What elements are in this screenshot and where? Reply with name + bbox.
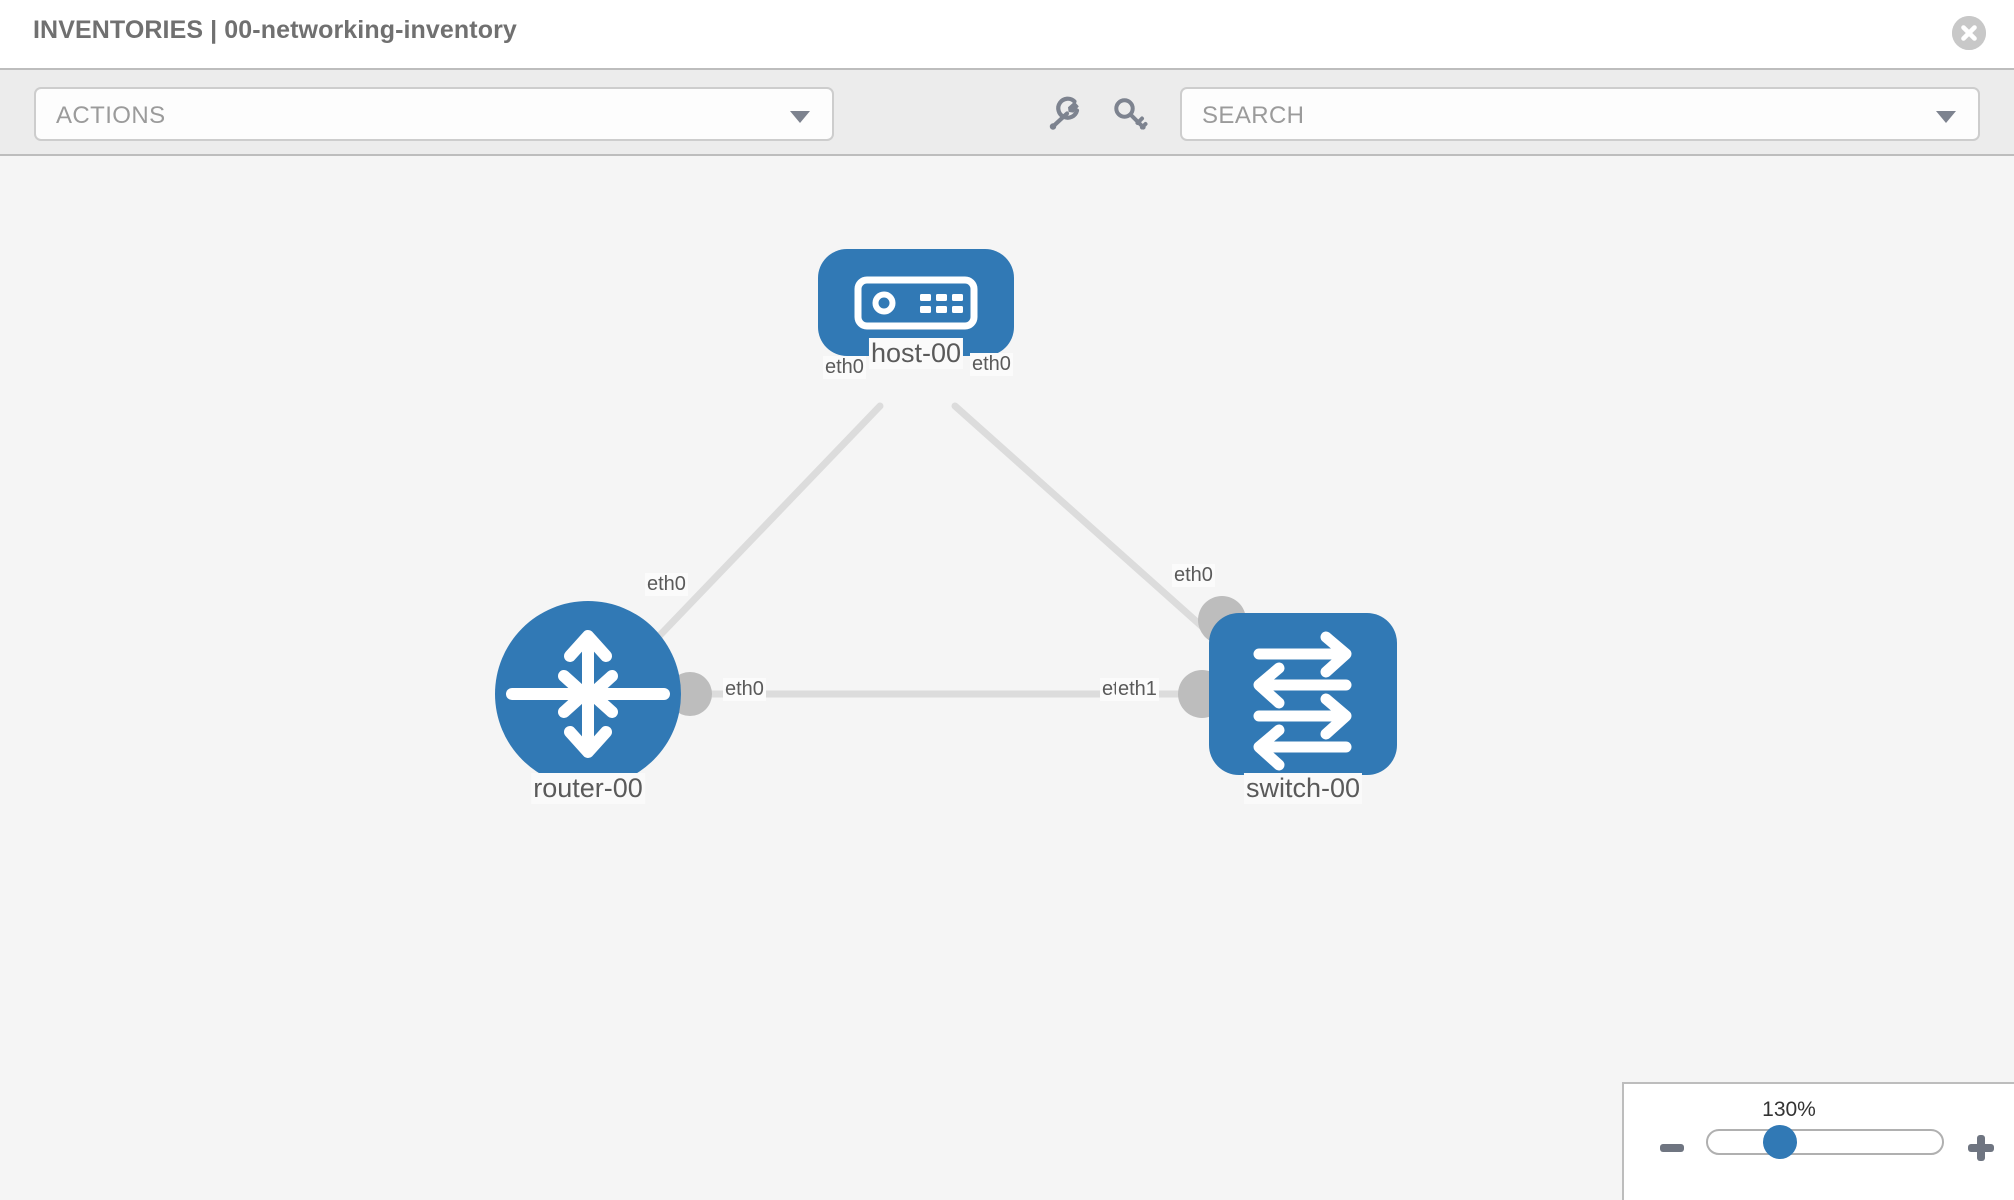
key-icon-glyph <box>1114 98 1148 130</box>
topology-interface-nubs <box>668 312 1246 718</box>
four-arrows-inward-icon <box>506 630 670 758</box>
node-router-00[interactable] <box>495 601 681 787</box>
interface-label: eth0 <box>1172 564 1215 587</box>
interface-label: eth0 <box>970 353 1013 376</box>
node-label-router-00: router-00 <box>531 773 645 804</box>
node-label-switch-00: switch-00 <box>1243 773 1363 804</box>
zoom-slider-track[interactable] <box>1706 1129 1944 1155</box>
toolbar: ACTIONS SEARCH <box>0 68 2014 156</box>
search-input[interactable]: SEARCH <box>1180 87 1980 141</box>
close-icon-glyph <box>1952 16 1986 50</box>
wrench-icon[interactable] <box>1044 94 1084 134</box>
server-appliance-icon <box>854 276 978 330</box>
topology-graph <box>495 249 1397 787</box>
node-switch-00[interactable] <box>1209 613 1397 775</box>
interface-label: eth0 <box>645 573 688 596</box>
actions-dropdown-label: ACTIONS <box>56 102 166 129</box>
search-placeholder: SEARCH <box>1202 102 1305 129</box>
node-host-00[interactable] <box>818 249 1014 356</box>
zoom-slider-thumb[interactable] <box>1763 1125 1797 1159</box>
page-header: INVENTORIES | 00-networking-inventory <box>0 0 2014 68</box>
topology-links <box>636 402 1239 698</box>
wrench-icon-glyph <box>1049 96 1080 130</box>
close-icon[interactable] <box>1952 16 1986 50</box>
topology-canvas[interactable]: host-00 router-00 switch-00 eth0 eth0 et… <box>0 156 2014 1200</box>
chevron-down-icon <box>790 111 810 123</box>
page-title: INVENTORIES | 00-networking-inventory <box>33 16 517 44</box>
key-icon[interactable] <box>1110 94 1150 134</box>
bidirectional-arrows-icon <box>1253 631 1352 771</box>
chevron-down-icon[interactable] <box>1936 111 1956 123</box>
plus-icon <box>1977 1135 1985 1161</box>
interface-label: eth1 <box>1116 678 1159 701</box>
node-label-host-00: host-00 <box>868 338 964 369</box>
zoom-level-value: 130% <box>1762 1098 1816 1121</box>
zoom-out-button[interactable] <box>1660 1144 1684 1152</box>
interface-label: eth0 <box>723 678 766 701</box>
link-host00-switch00 <box>951 402 1239 660</box>
zoom-control-panel: 130% <box>1622 1082 2014 1200</box>
link-host00-router00 <box>636 402 884 660</box>
interface-label: eth0 <box>823 356 866 379</box>
actions-dropdown[interactable]: ACTIONS <box>34 87 834 141</box>
